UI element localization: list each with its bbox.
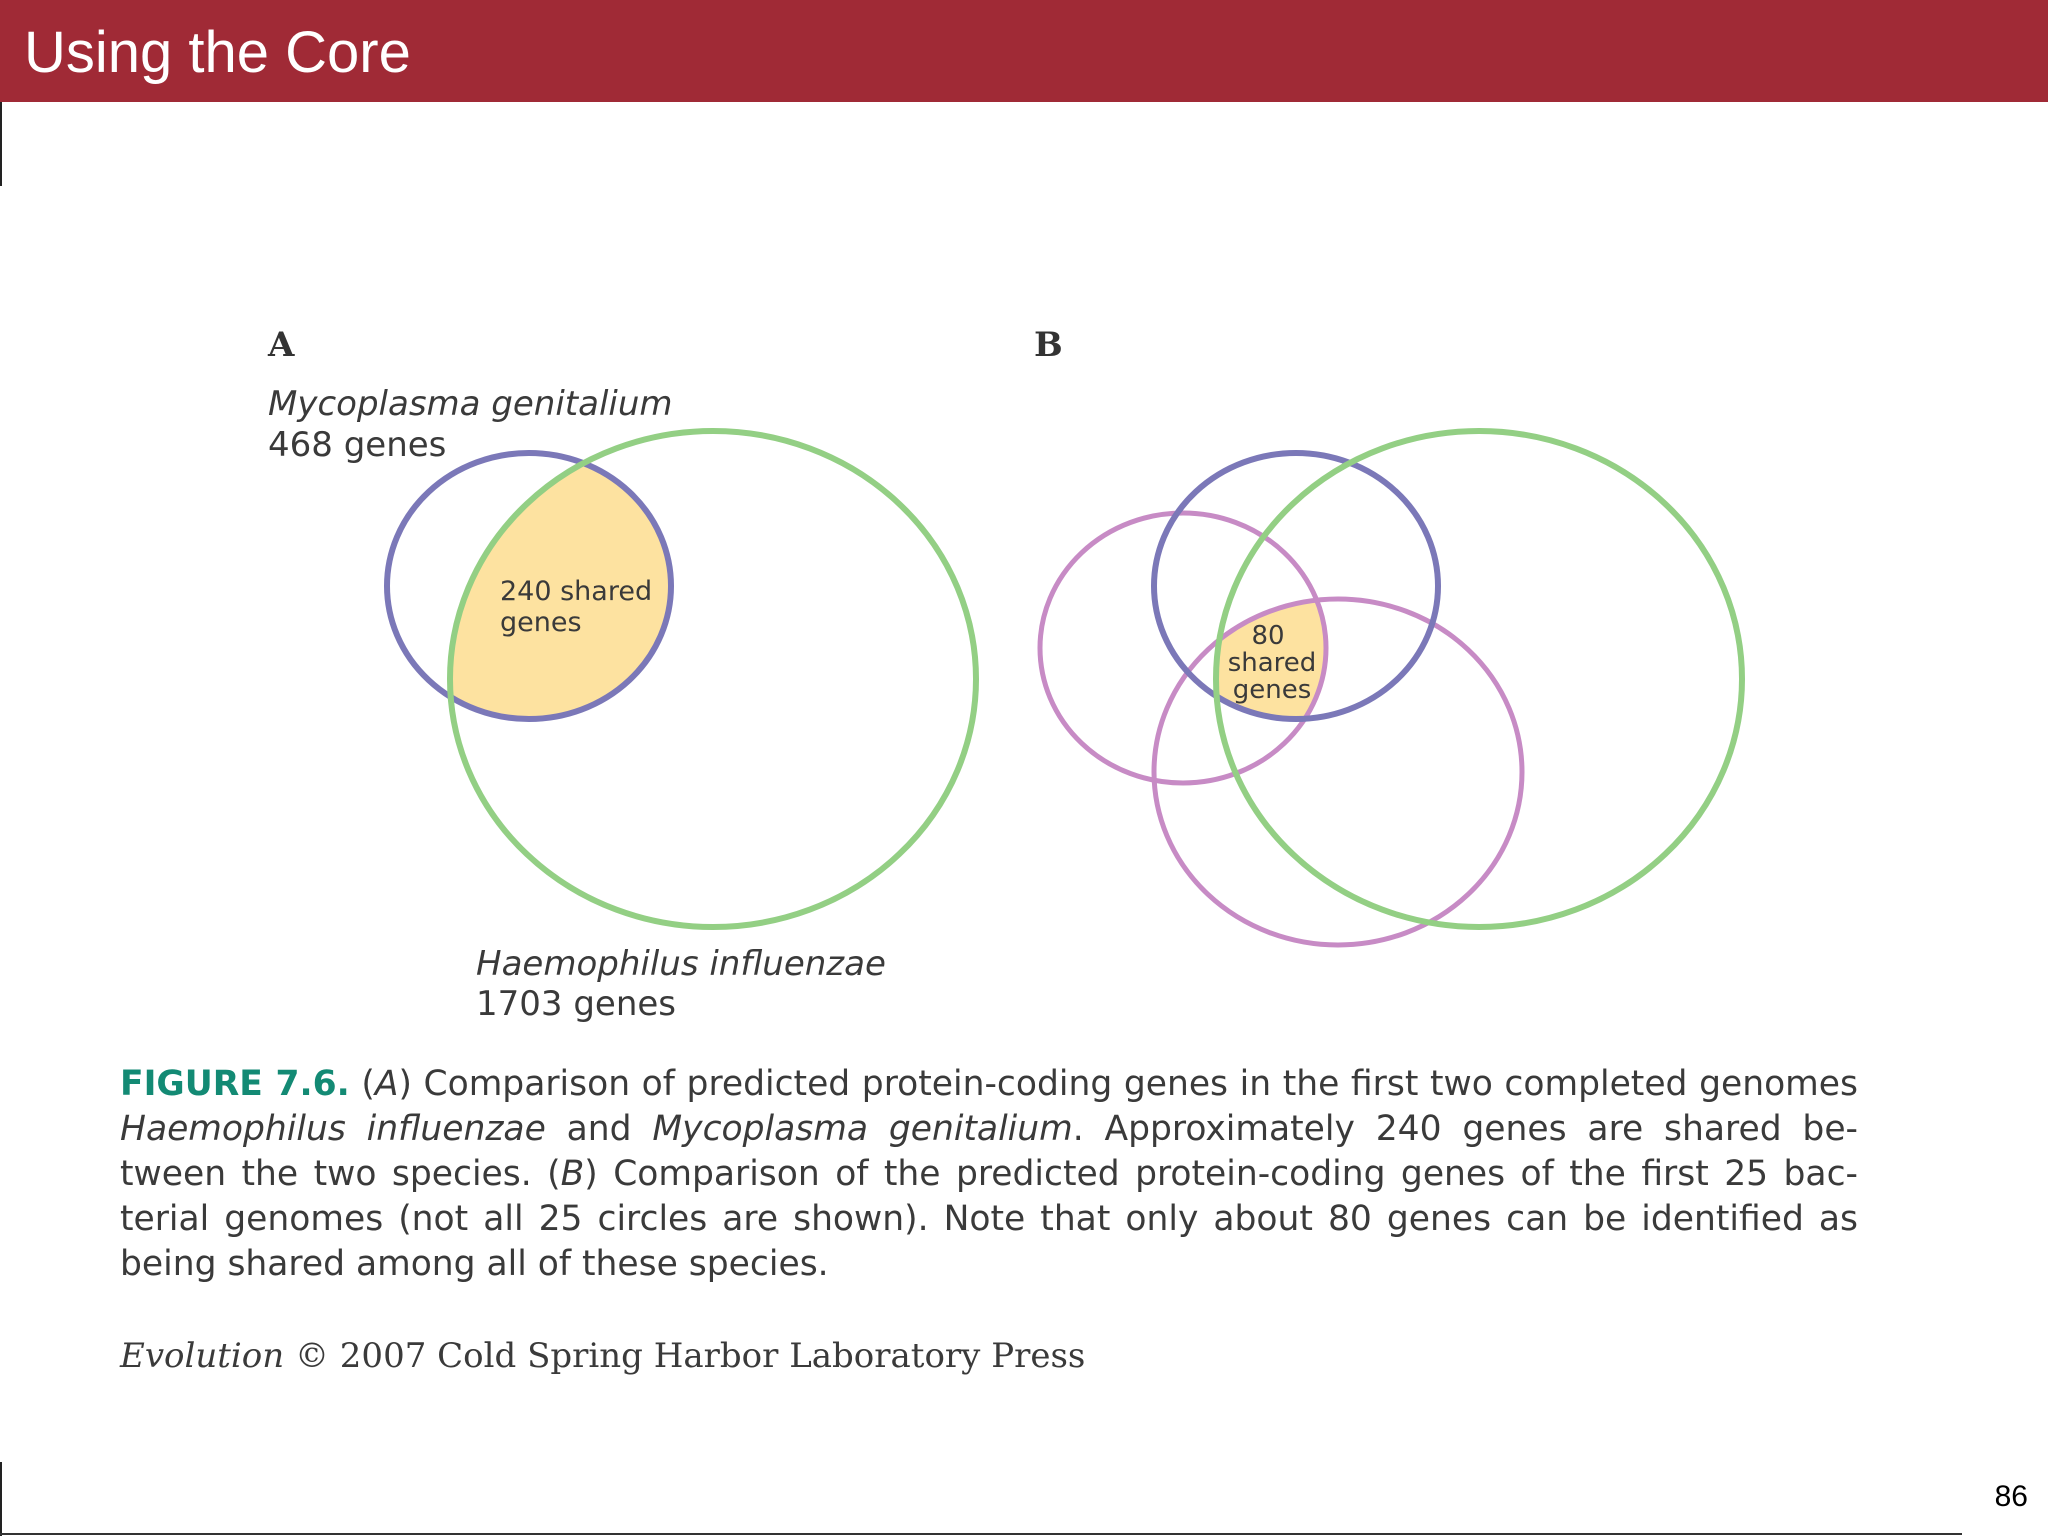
caption-text: and <box>545 1109 653 1149</box>
panel-b-shared-label-line3: genes <box>1233 675 1312 705</box>
haemophilus-gene-count: 1703 genes <box>476 984 676 1024</box>
panel-b-shared-label-line2: shared <box>1228 648 1317 678</box>
caption-panel-a-ref: A <box>374 1064 399 1104</box>
panel-b-shared-label-line1: 80 <box>1251 621 1284 651</box>
caption-panel-b-ref: B <box>560 1154 585 1194</box>
credit-book-title: Evolution <box>120 1336 285 1376</box>
figure-caption: FIGURE 7.6. (A) Comparison of predicted … <box>120 1062 1858 1287</box>
panel-b-shared-region <box>1216 599 1326 719</box>
mycoplasma-species-name: Mycoplasma genitalium <box>268 384 673 424</box>
caption-figure-label: FIGURE 7.6. <box>120 1064 350 1104</box>
mycoplasma-gene-count: 468 genes <box>268 425 446 465</box>
genome-circle-left <box>1037 510 1329 786</box>
figure-credit: Evolution © 2007 Cold Spring Harbor Labo… <box>120 1335 1085 1377</box>
panel-b-label: B <box>1034 325 1063 365</box>
caption-text: ) Comparison of predicted protein-coding… <box>398 1064 1858 1104</box>
caption-text: ) Comparison of the predicted protein-co… <box>120 1154 1858 1284</box>
haemophilus-circle <box>447 428 979 930</box>
page-number: 86 <box>1994 1480 2028 1513</box>
caption-text: ( <box>349 1064 375 1104</box>
haemophilus-species-name: Haemophilus influenzae <box>476 944 886 984</box>
credit-publisher: © 2007 Cold Spring Harbor Laboratory Pre… <box>284 1336 1086 1376</box>
genome-circle-bottom <box>1151 596 1525 948</box>
panel-a-shared-label-line2: genes <box>500 607 582 638</box>
panel-a-shared-label-line1: 240 shared <box>500 576 652 607</box>
caption-text: . Approximately 240 genes are shared be-… <box>120 1109 1858 1194</box>
genome-circle-blue <box>1151 450 1441 722</box>
slide-edge-line <box>0 1533 1962 1535</box>
caption-species-haemophilus: Haemophilus influenzae <box>120 1109 546 1149</box>
slide-edge-mark <box>0 1462 2 1536</box>
slide-edge-mark <box>0 102 2 186</box>
panel-a-shared-region <box>450 453 671 719</box>
caption-species-mycoplasma: Mycoplasma genitalium <box>652 1109 1073 1149</box>
genome-circle-green <box>1213 428 1745 930</box>
panel-a-label: A <box>267 325 295 365</box>
slide-title: Using the Core <box>24 20 411 85</box>
mycoplasma-circle <box>384 450 674 722</box>
title-bar: Using the Core <box>0 0 2048 102</box>
